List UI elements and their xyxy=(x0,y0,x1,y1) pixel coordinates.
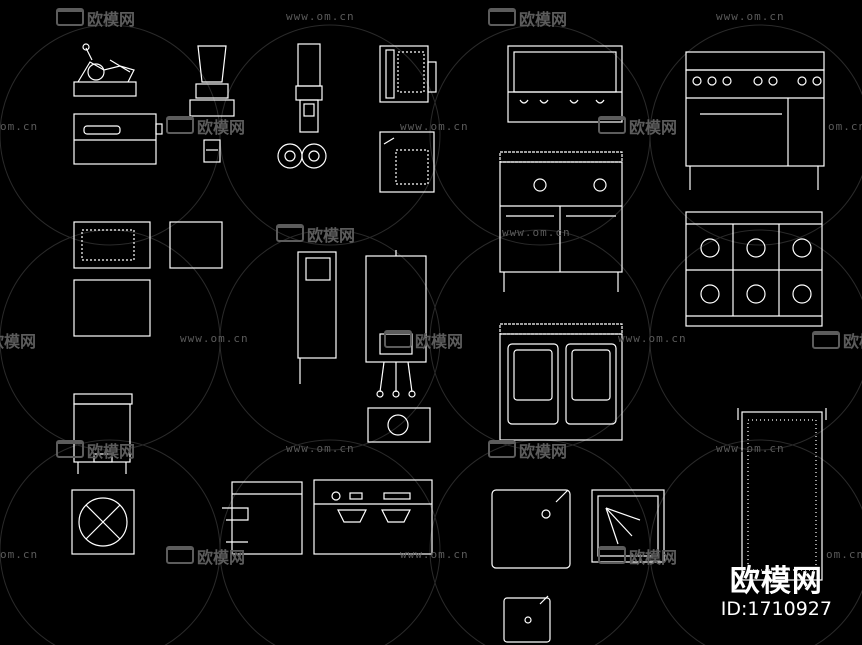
water-heater-side-drawing xyxy=(297,251,337,384)
watermark-url: www.om.cn xyxy=(400,120,469,133)
small-sink-drawing xyxy=(503,595,551,643)
watermark-url-partial: om.cn xyxy=(826,548,862,561)
sofa-icon xyxy=(812,331,840,349)
sofa-icon xyxy=(488,440,516,458)
water-heater-bottom-drawing xyxy=(367,407,431,443)
sofa-icon xyxy=(166,546,194,564)
range-oven-drawing xyxy=(685,51,825,190)
watermark-logo: 欧模网 xyxy=(166,114,245,138)
sofa-icon xyxy=(56,8,84,26)
cash-register-top-drawing xyxy=(379,131,435,193)
meat-slicer-drawing xyxy=(73,43,137,97)
watermark-logo: 欧模网 xyxy=(0,332,37,351)
watermark-url: www.om.cn xyxy=(400,548,469,561)
microwave-drawing xyxy=(73,221,223,337)
coffee-grinder-drawing xyxy=(277,43,327,169)
sofa-icon xyxy=(488,8,516,26)
watermark-logo: 欧模网 xyxy=(56,6,135,30)
sofa-icon xyxy=(276,224,304,242)
watermark-url: www.om.cn xyxy=(286,10,355,23)
watermark-logo: 欧模网 xyxy=(276,222,355,246)
watermark-url: www.om.cn xyxy=(716,10,785,23)
watermark-logo: 欧模网 xyxy=(598,544,677,568)
cash-register-drawing xyxy=(379,45,437,103)
sofa-icon xyxy=(598,546,626,564)
watermark-url-partial: om.cn xyxy=(828,120,862,133)
watermark-url: www.om.cn xyxy=(180,332,249,345)
watermark-url-partial: om.cn xyxy=(0,120,39,133)
brand-overlay: 欧模网 ID:1710927 xyxy=(721,556,832,620)
shower-tray-drawing xyxy=(591,489,665,563)
display-warmer-drawing xyxy=(507,45,623,123)
watermark-url-partial: om.cn xyxy=(0,548,39,561)
espresso-machine-large-drawing xyxy=(313,479,433,555)
sofa-icon xyxy=(56,440,84,458)
watermark-logo: 欧模网 xyxy=(166,544,245,568)
gas-range-top-drawing xyxy=(685,211,823,327)
sink-drawing xyxy=(491,489,571,569)
watermark-logo: 欧模网 xyxy=(812,328,862,352)
watermark-url: www.om.cn xyxy=(618,332,687,345)
watermark-logo: 欧模网 xyxy=(488,6,567,30)
watermark-logo: 欧模网 xyxy=(488,438,567,462)
blender-drawing xyxy=(189,45,235,163)
ice-bin-drawing xyxy=(73,393,133,474)
espresso-machine-small-drawing xyxy=(222,481,303,555)
fryer-front-drawing xyxy=(499,151,623,292)
sofa-icon xyxy=(598,116,626,134)
meat-slicer-side-drawing xyxy=(73,113,163,165)
rack-cart-drawing xyxy=(737,408,827,581)
sofa-icon xyxy=(166,116,194,134)
watermark-url: www.om.cn xyxy=(502,226,571,239)
watermark-logo: 欧模网 xyxy=(56,438,135,462)
exhaust-fan-drawing xyxy=(71,489,135,555)
watermark-url: www.om.cn xyxy=(716,442,785,455)
water-heater-front-drawing xyxy=(365,250,427,398)
watermark-url: www.om.cn xyxy=(286,442,355,455)
sofa-icon xyxy=(384,330,412,348)
brand-name: 欧模网 xyxy=(729,564,823,599)
fryer-top-drawing xyxy=(499,323,623,441)
model-id: ID:1710927 xyxy=(720,598,832,620)
watermark-logo: 欧模网 xyxy=(598,114,677,138)
watermark-logo: 欧模网 xyxy=(384,328,463,352)
